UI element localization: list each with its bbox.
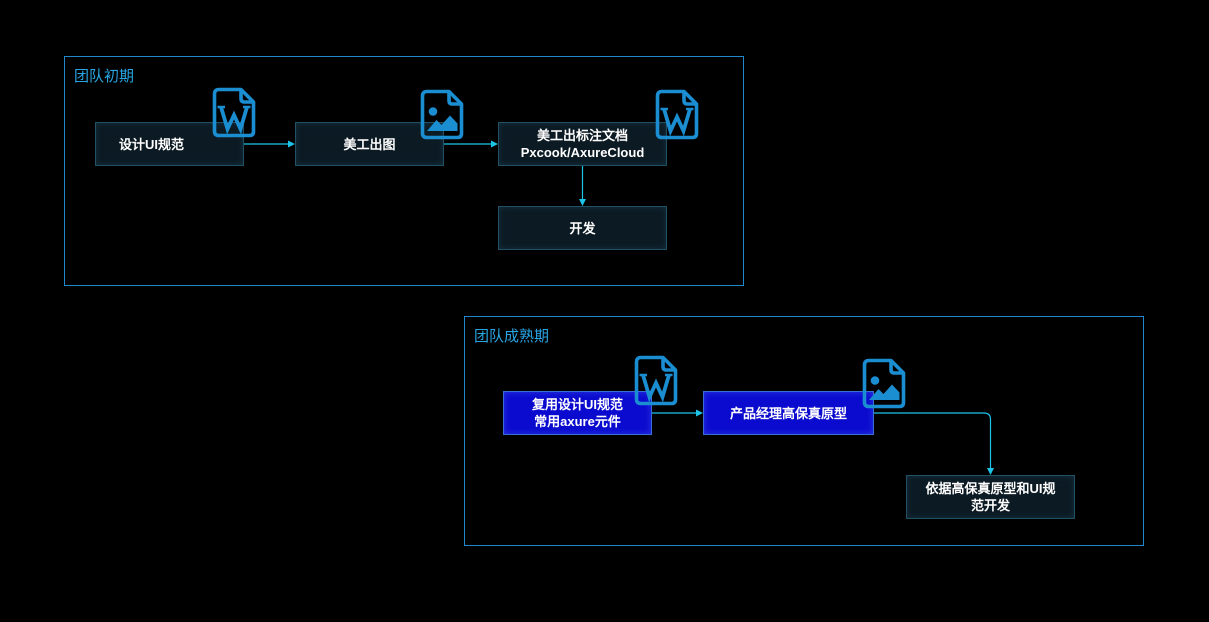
- connector-art-output-to-annotation-doc: [444, 140, 498, 148]
- node-label-line: 复用设计UI规范: [531, 397, 623, 412]
- node-label-line: 范开发: [970, 498, 1010, 513]
- word-doc-icon: [634, 355, 678, 406]
- node-annotation-doc[interactable]: 美工出标注文档 Pxcook/AxureCloud: [498, 122, 667, 166]
- image-file-icon: [862, 358, 906, 409]
- connector-reuse-spec-to-pm-prototype: [652, 409, 703, 417]
- group-frame-mature: 团队成熟期 复用设计UI规范 常用axure元件 产品经理高保真原型 依据高保: [464, 316, 1144, 546]
- group-title-mature: 团队成熟期: [474, 328, 550, 345]
- node-reuse-spec[interactable]: 复用设计UI规范 常用axure元件: [503, 391, 652, 435]
- node-label-line: 开发: [569, 220, 596, 236]
- node-ui-spec[interactable]: 设计UI规范: [95, 122, 244, 166]
- group-title-early: 团队初期: [74, 68, 135, 85]
- arrowhead: [491, 140, 498, 148]
- connector-pm-prototype-to-build: [874, 412, 994, 475]
- node-label-line: 产品经理高保真原型: [729, 405, 847, 421]
- word-doc-icon: [655, 89, 699, 140]
- connector-annotation-doc-to-development: [579, 166, 586, 206]
- node-label-line: 美工出图: [343, 136, 396, 152]
- arrowhead: [579, 199, 586, 206]
- word-doc-icon: [212, 87, 256, 138]
- connectors-early: [244, 140, 586, 206]
- node-build-from-prototype[interactable]: 依据高保真原型和UI规 范开发: [906, 475, 1075, 519]
- arrowhead: [987, 468, 994, 475]
- connectors-mature: [652, 409, 994, 475]
- node-development[interactable]: 开发: [498, 206, 667, 250]
- node-art-output[interactable]: 美工出图: [295, 122, 444, 166]
- arrowhead: [288, 140, 295, 148]
- connector-ui-spec-to-art-output: [244, 140, 295, 148]
- node-label-line: Pxcook/AxureCloud: [520, 145, 645, 160]
- arrowhead: [696, 409, 703, 417]
- node-label-line: 美工出标注文档: [536, 128, 628, 143]
- group-frame-early: 团队初期 设计UI规范 美工出图: [64, 56, 744, 286]
- image-file-icon: [420, 89, 464, 140]
- node-label-line: 依据高保真原型和UI规: [925, 481, 1056, 496]
- connector-elbow-line: [874, 412, 992, 469]
- node-pm-prototype[interactable]: 产品经理高保真原型: [703, 391, 874, 435]
- node-label-line: 常用axure元件: [534, 414, 621, 429]
- node-label-line: 设计UI规范: [118, 136, 184, 152]
